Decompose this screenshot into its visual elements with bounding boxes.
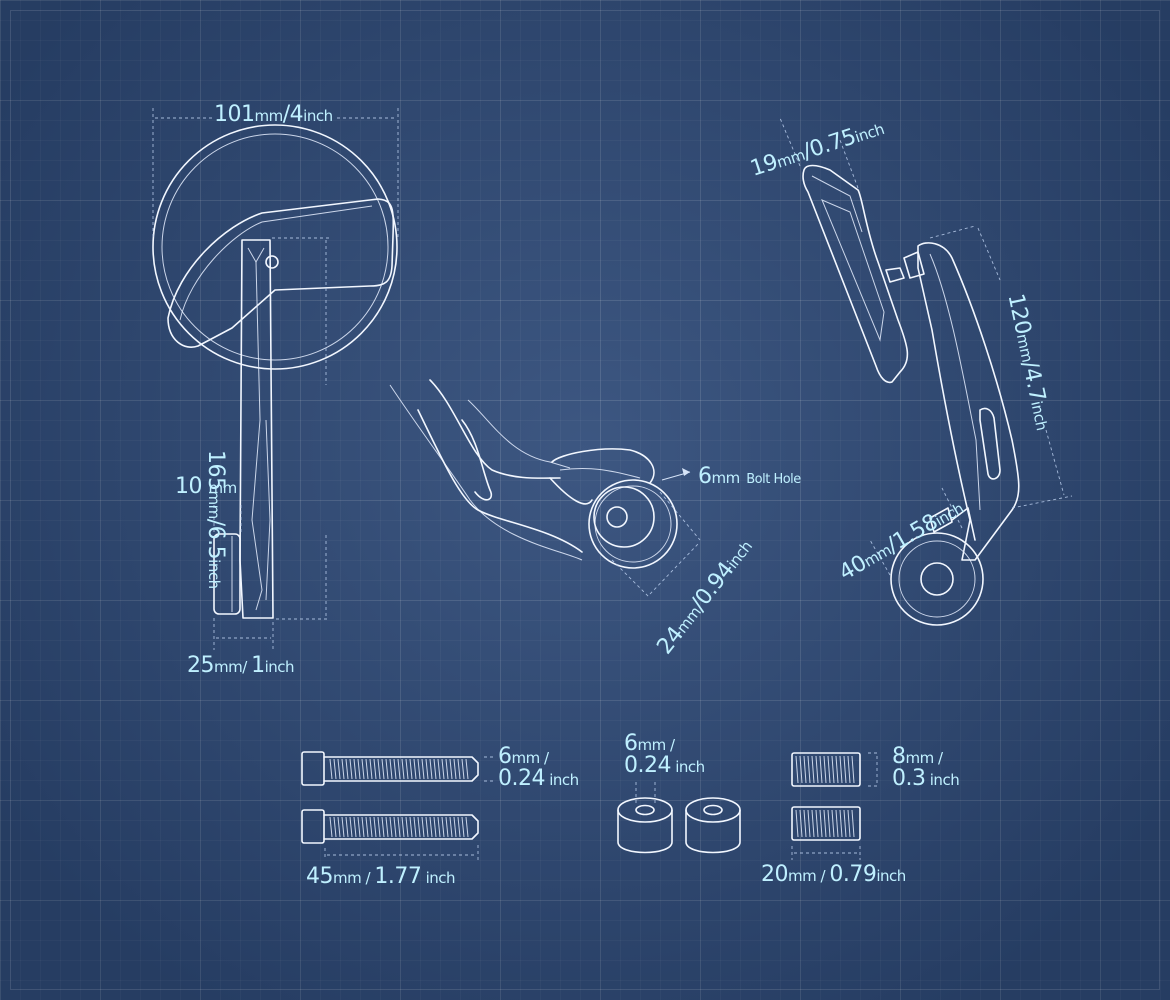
front-base-label: 25mm/ 1inch bbox=[187, 653, 295, 678]
side-view-dimensions bbox=[779, 117, 1073, 576]
bolt-hole-label: 6mm Bolt Hole bbox=[698, 464, 801, 489]
front-thickness-label: 10 mm bbox=[175, 474, 237, 499]
hardware-bolts bbox=[301, 751, 494, 860]
hardware-inserts bbox=[791, 752, 880, 860]
insert-diameter-label: 8mm /0.3 inch bbox=[892, 744, 960, 791]
front-height-label: 165mm/6.5inch bbox=[203, 450, 228, 589]
mount-view bbox=[389, 379, 691, 569]
insert-length-label: 20mm / 0.79inch bbox=[761, 862, 906, 887]
front-view-dimensions bbox=[152, 108, 399, 650]
mount-dimensions bbox=[611, 491, 701, 599]
front-view-mirror bbox=[152, 124, 398, 619]
bolt-diameter-label: 6mm /0.24 inch bbox=[498, 744, 579, 791]
front-width-label: 101mm/4inch bbox=[214, 102, 333, 127]
spacer-diameter-label: 6mm /0.24 inch bbox=[624, 731, 705, 778]
hardware-spacers bbox=[617, 782, 741, 854]
side-view-mirror bbox=[802, 164, 1020, 626]
bolt-length-label: 45mm / 1.77 inch bbox=[306, 864, 456, 889]
